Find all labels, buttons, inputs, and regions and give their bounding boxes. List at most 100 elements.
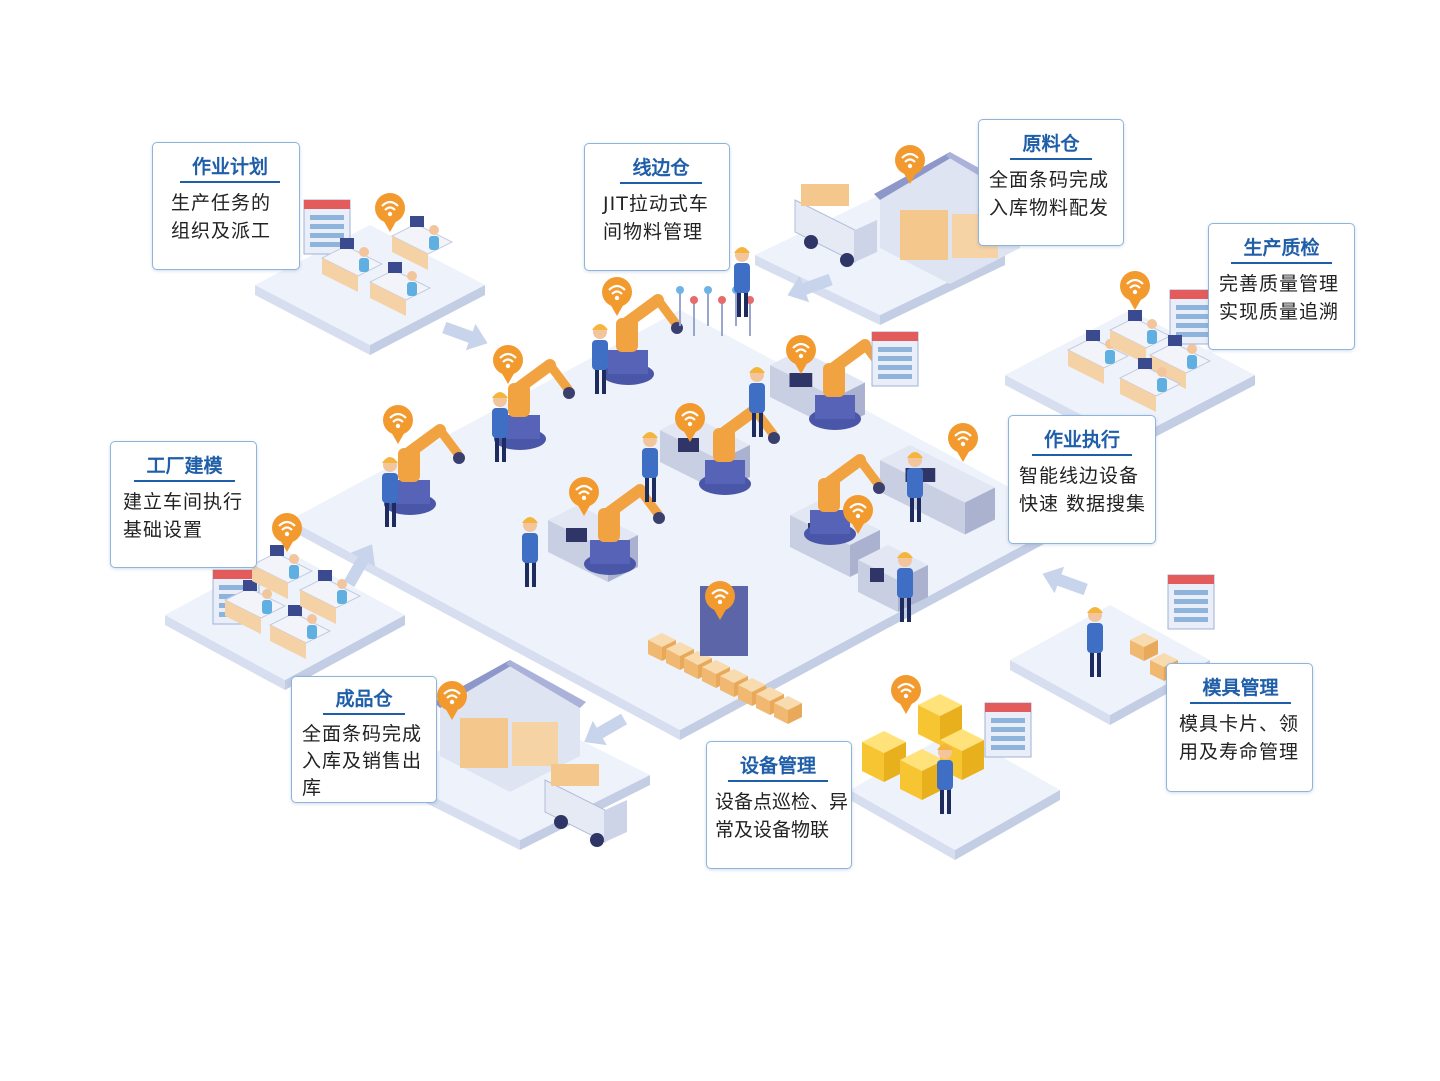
- wifi-pin-icon: [843, 495, 873, 534]
- worker-icon: [1087, 607, 1103, 677]
- arrow-icon: [343, 544, 376, 588]
- card-line: 间物料管理: [603, 221, 704, 243]
- wifi-pin-icon: [493, 345, 523, 384]
- card-line: 入库及销售出: [302, 750, 423, 772]
- card-finished: 成品仓 全面条码完成 入库及销售出 库: [291, 676, 437, 803]
- card-line: 全面条码完成: [989, 169, 1110, 191]
- card-title: 设备管理: [727, 754, 828, 782]
- wifi-pin-icon: [786, 335, 816, 374]
- platform-mold: [1010, 605, 1210, 715]
- wifi-pin-icon: [272, 513, 302, 552]
- wifi-pin-icon: [895, 145, 925, 184]
- worker-icon: [642, 432, 658, 502]
- crate-icon: [1130, 633, 1158, 661]
- arrow-icon: [787, 273, 833, 303]
- card-raw-store: 原料仓 全面条码完成 入库物料配发: [978, 119, 1124, 246]
- wifi-pin-icon: [675, 403, 705, 442]
- wifi-pin-icon: [375, 193, 405, 232]
- card-line: 组织及派工: [171, 220, 272, 242]
- workstation-icon: [250, 545, 314, 599]
- workstation-icon: [1108, 310, 1172, 364]
- wifi-pin-icon: [1120, 271, 1150, 310]
- card-line: 模具卡片、领: [1179, 713, 1300, 735]
- workstation-icon: [1148, 335, 1212, 389]
- workstation-icon: [368, 262, 432, 316]
- central-platform-edge-l: [290, 520, 680, 740]
- wifi-pin-icon: [383, 405, 413, 444]
- workstation-icon: [223, 580, 287, 634]
- card-line: 全面条码完成: [302, 723, 423, 745]
- card-plan: 作业计划 生产任务的 组织及派工: [152, 142, 300, 270]
- worker-icon: [592, 324, 608, 394]
- card-line: 生产任务的: [171, 192, 272, 214]
- workstation-icon: [1118, 358, 1182, 412]
- worker-icon: [897, 552, 913, 622]
- worker-icon: [734, 247, 750, 317]
- card-line: 入库物料配发: [989, 197, 1110, 219]
- crate-icon: [774, 696, 802, 724]
- sensor-light: [690, 296, 698, 304]
- wifi-pin-icon: [569, 477, 599, 516]
- platform-raw-edge-r: [880, 255, 1005, 325]
- card-title: 线边仓: [620, 156, 702, 184]
- platform-model-edge-r: [285, 615, 405, 690]
- worker-icon: [382, 457, 398, 527]
- card-mold: 模具管理 模具卡片、领 用及寿命管理: [1166, 663, 1313, 792]
- card-title: 模具管理: [1190, 676, 1291, 704]
- monitor-board-icon: [303, 199, 351, 255]
- worker-icon: [492, 392, 508, 462]
- card-title: 作业计划: [179, 155, 280, 183]
- card-title: 成品仓: [323, 687, 405, 715]
- card-line: 快速 数据搜集: [1019, 493, 1147, 515]
- central-platform-edge-r: [680, 520, 1070, 740]
- worker-icon: [937, 744, 953, 814]
- central-platform: [290, 310, 1070, 730]
- arrow-icon: [1042, 566, 1088, 596]
- platform-equipment-edge-l: [850, 790, 955, 860]
- robot-arm-icon: [494, 359, 575, 450]
- wifi-pin-icon: [948, 423, 978, 462]
- monitor-board-icon: [984, 702, 1032, 758]
- platform-model-edge-l: [165, 615, 285, 690]
- sensor-light: [718, 296, 726, 304]
- workstation-icon: [390, 216, 454, 270]
- wifi-pin-icon: [705, 581, 735, 620]
- card-line: 建立车间执行: [123, 491, 244, 513]
- card-line: 智能线边设备: [1019, 465, 1140, 487]
- workstation-icon: [268, 605, 332, 659]
- sensor-light: [676, 286, 684, 294]
- card-exec: 作业执行 智能线边设备 快速 数据搜集: [1008, 415, 1156, 544]
- worker-icon: [749, 367, 765, 437]
- card-line: 完善质量管理: [1219, 273, 1340, 295]
- card-line: 库: [302, 777, 323, 799]
- platform-equipment-edge-r: [955, 790, 1060, 860]
- wifi-pin-icon: [891, 675, 921, 714]
- platform-qc-edge-r: [1130, 375, 1255, 450]
- card-title: 原料仓: [1010, 132, 1092, 160]
- wifi-pin-icon: [602, 277, 632, 316]
- workstation-icon: [320, 238, 384, 292]
- platform-plan-edge-r: [370, 285, 485, 355]
- platform-mold-edge-l: [1010, 660, 1110, 725]
- platform-plan-edge-l: [255, 285, 370, 355]
- equipment-icon: [918, 694, 962, 745]
- wifi-pin-icon: [437, 681, 467, 720]
- arrow-icon: [584, 713, 628, 746]
- card-line-store: 线边仓 JIT拉动式车 间物料管理: [584, 143, 730, 271]
- card-qc: 生产质检 完善质量管理 实现质量追溯: [1208, 223, 1355, 350]
- robot-arm-icon: [699, 404, 780, 495]
- card-line: 实现质量追溯: [1219, 301, 1340, 323]
- monitor-board-icon: [1167, 574, 1215, 630]
- arrow-icon: [442, 321, 488, 351]
- card-model: 工厂建模 建立车间执行 基础设置: [110, 441, 257, 568]
- worker-icon: [522, 517, 538, 587]
- card-title: 工厂建模: [134, 454, 235, 482]
- card-equipment: 设备管理 设备点巡检、异 常及设备物联: [706, 741, 852, 869]
- equipment-icon: [862, 731, 906, 782]
- truck-icon: [544, 764, 627, 847]
- card-title: 生产质检: [1231, 236, 1332, 264]
- robot-arm-icon: [584, 484, 665, 575]
- robot-arm-icon: [602, 294, 683, 385]
